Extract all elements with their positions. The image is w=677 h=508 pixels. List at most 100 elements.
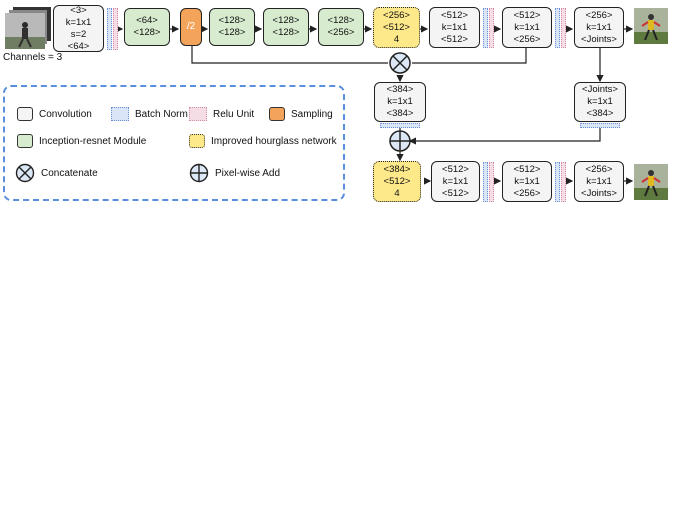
block-text: k=1x1: [441, 21, 468, 33]
legend: Convolution Batch Norm Relu Unit Samplin…: [3, 85, 345, 201]
block-text: <512>: [383, 21, 410, 33]
legend-label: Concatenate: [41, 167, 98, 179]
output-heatmap-image-2: [634, 164, 668, 200]
legend-label: Convolution: [39, 108, 92, 120]
block-text: k=1x1: [387, 96, 413, 107]
hourglass-block-1: <256> <512> 4: [373, 7, 420, 48]
batch-norm-bar: [555, 8, 560, 48]
legend-label: Sampling: [291, 108, 333, 120]
block-text: <128>: [218, 15, 246, 26]
pixel-add-icon: [189, 163, 209, 183]
block-text: k=1x1: [514, 21, 540, 33]
batch-norm-bar: [483, 8, 488, 48]
block-text: <128>: [272, 27, 300, 38]
block-text: k=1x1: [586, 21, 612, 33]
block-text: /2: [186, 21, 196, 32]
block-text: <256>: [513, 187, 541, 199]
block-text: s=2: [70, 28, 87, 40]
hourglass-swatch: [189, 134, 205, 148]
pixel-add-icon: [389, 130, 411, 152]
legend-concatenate: Concatenate: [15, 163, 98, 183]
conv-block-5: <512> k=1x1 <512>: [431, 161, 480, 202]
inception-block-1: <64> <128>: [124, 8, 170, 46]
conv-block-merge-2: <Joints> k=1x1 <384>: [574, 82, 626, 122]
sampling-swatch: [269, 107, 285, 121]
hourglass-block-2: <384> <512> 4: [373, 161, 421, 202]
block-text: <256>: [383, 9, 410, 21]
conv-block-7: <256> k=1x1 <Joints>: [574, 161, 624, 202]
block-text: k=1x1: [442, 175, 469, 187]
batch-norm-swatch: [111, 107, 129, 121]
legend-label: Relu Unit: [213, 108, 255, 120]
legend-hourglass: Improved hourglass network: [189, 134, 337, 148]
legend-inception: Inception-resnet Module: [17, 134, 146, 148]
legend-label: Batch Norm: [135, 108, 188, 120]
channels-label: Channels = 3: [3, 52, 63, 63]
relu-bar: [113, 8, 118, 50]
block-text: k=1x1: [587, 96, 613, 107]
block-text: <64>: [67, 40, 90, 52]
block-text: k=1x1: [65, 16, 92, 28]
block-text: <384>: [386, 108, 414, 119]
conv-block-3: <512> k=1x1 <256>: [502, 7, 552, 48]
block-text: <256>: [513, 33, 541, 45]
convolution-swatch: [17, 107, 33, 121]
relu-bar: [489, 162, 494, 202]
batch-norm-bar: [580, 123, 620, 128]
legend-label: Improved hourglass network: [211, 135, 337, 147]
block-text: <384>: [586, 108, 614, 119]
input-image-stack: [3, 7, 51, 51]
concatenate-icon: [15, 163, 35, 183]
block-text: <256>: [327, 27, 355, 38]
output-heatmap-image-1: [634, 8, 668, 44]
legend-convolution: Convolution: [17, 107, 92, 121]
conv-block-1: <3> k=1x1 s=2 <64>: [53, 5, 104, 52]
conv-block-4: <256> k=1x1 <Joints>: [574, 7, 624, 48]
block-text: <512>: [513, 163, 541, 175]
block-text: <384>: [383, 163, 411, 175]
block-text: 4: [393, 33, 400, 45]
batch-norm-bar: [107, 8, 112, 50]
legend-relu: Relu Unit: [189, 107, 254, 121]
block-text: <3>: [70, 4, 87, 16]
block-text: k=1x1: [586, 175, 612, 187]
legend-batch-norm: Batch Norm: [111, 107, 188, 121]
inception-swatch: [17, 134, 33, 148]
block-text: <512>: [383, 175, 411, 187]
legend-pixel-add: Pixel-wise Add: [189, 163, 280, 183]
block-text: <256>: [585, 9, 613, 21]
block-text: 4: [394, 187, 400, 199]
block-text: <512>: [441, 33, 468, 45]
batch-norm-bar: [380, 123, 420, 128]
inception-block-4: <128> <256>: [318, 8, 364, 46]
batch-norm-bar: [555, 162, 560, 202]
block-text: <256>: [585, 163, 613, 175]
block-text: <Joints>: [581, 33, 617, 45]
relu-bar: [489, 8, 494, 48]
relu-bar: [561, 8, 566, 48]
block-text: <Joints>: [582, 84, 618, 95]
block-text: <128>: [218, 27, 246, 38]
block-text: <512>: [442, 163, 469, 175]
block-text: <384>: [386, 84, 414, 95]
sampling-block: /2: [180, 8, 202, 46]
legend-label: Inception-resnet Module: [39, 135, 147, 147]
block-text: <512>: [513, 9, 541, 21]
block-text: k=1x1: [514, 175, 540, 187]
conv-block-merge-1: <384> k=1x1 <384>: [374, 82, 426, 122]
block-text: <128>: [133, 27, 161, 38]
block-text: <512>: [441, 9, 468, 21]
conv-block-6: <512> k=1x1 <256>: [502, 161, 552, 202]
batch-norm-bar: [483, 162, 488, 202]
block-text: <128>: [327, 15, 355, 26]
block-text: <128>: [272, 15, 300, 26]
concatenate-icon: [389, 52, 411, 74]
inception-block-2: <128> <128>: [209, 8, 255, 46]
inception-block-3: <128> <128>: [263, 8, 309, 46]
legend-sampling: Sampling: [269, 107, 333, 121]
conv-block-2: <512> k=1x1 <512>: [429, 7, 480, 48]
block-text: <64>: [136, 15, 158, 26]
block-text: <512>: [442, 187, 469, 199]
block-text: <Joints>: [581, 187, 617, 199]
